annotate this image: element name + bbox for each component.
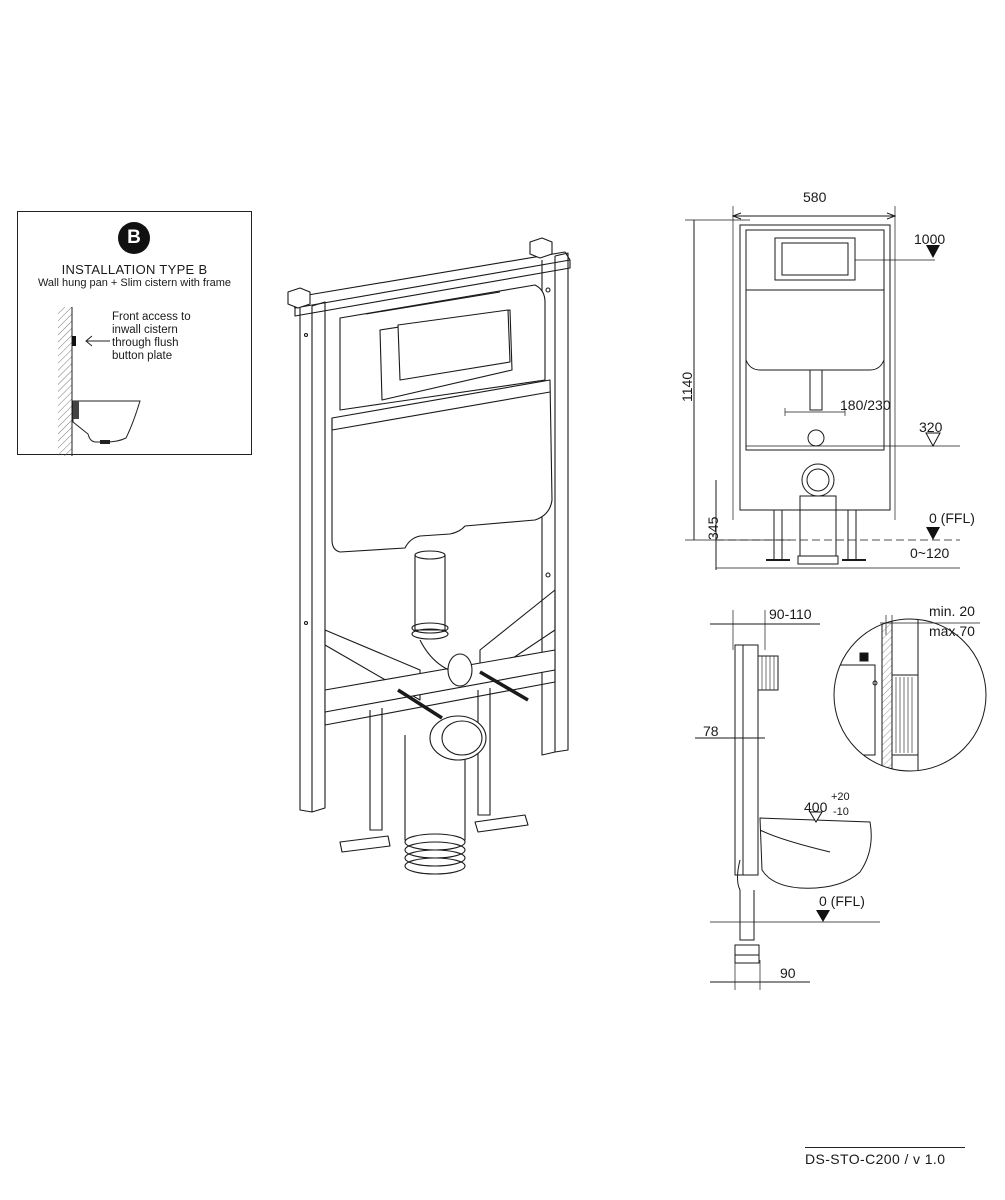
dim-pan-height: 400: [804, 799, 828, 815]
isometric-frame-drawing: [287, 237, 571, 875]
wall-hung-pan-icon: [72, 400, 141, 443]
dim-inlet-height: 320: [919, 419, 943, 435]
dim-floor-adjust: 0~120: [910, 545, 950, 561]
level-marker-icon: [925, 432, 941, 448]
pan-tol-minus: -10: [833, 806, 849, 818]
level-marker-icon: [809, 811, 823, 823]
dim-height: 1140: [679, 371, 695, 402]
level-marker-icon: [816, 910, 830, 922]
wall-thickness-detail: [833, 615, 987, 772]
side-view-drawing: [695, 610, 880, 990]
installation-type-card: B INSTALLATION TYPE B Wall hung pan + Sl…: [17, 211, 252, 456]
installation-title: INSTALLATION TYPE B: [61, 262, 208, 277]
dim-width: 580: [803, 189, 827, 205]
installation-subtitle: Wall hung pan + Slim cistern with frame: [37, 277, 232, 289]
flush-button-icon: [72, 336, 76, 346]
wall-section-illustration: [58, 307, 141, 456]
dim-outlet-height: 345: [705, 516, 721, 540]
dim-pipe-spacing: 180/230: [840, 397, 891, 413]
pan-tol-plus: +20: [831, 791, 850, 803]
side-floor-label: 0 (FFL): [819, 893, 865, 909]
access-note-line: button plate: [112, 350, 173, 362]
access-note-line: through flush: [112, 337, 179, 349]
access-note-line: Front access to: [112, 311, 191, 323]
document-reference: DS-STO-C200 / v 1.0: [805, 1147, 965, 1167]
detail-min-label: min. 20: [929, 603, 975, 619]
level-marker-icon: [926, 245, 940, 258]
dim-outlet-depth: 90: [780, 965, 796, 981]
access-note: Front access to inwall cistern through f…: [112, 311, 232, 363]
front-floor-label: 0 (FFL): [929, 510, 975, 526]
detail-max-label: max.70: [929, 623, 975, 639]
type-badge: B: [118, 222, 150, 254]
dim-button-height: 1000: [914, 231, 946, 247]
level-marker-icon: [926, 527, 940, 540]
dim-wall-offset: 78: [703, 723, 719, 739]
access-note-line: inwall cistern: [112, 324, 178, 336]
front-view-drawing: [685, 206, 960, 570]
dim-frame-depth: 90-110: [769, 606, 812, 622]
